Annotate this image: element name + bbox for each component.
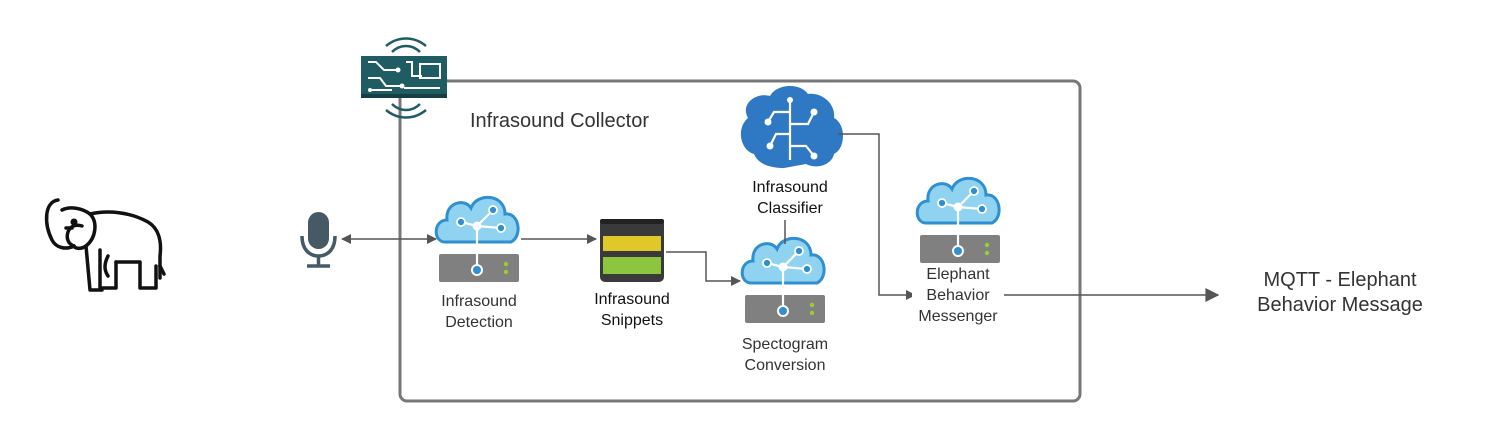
messenger-label-line: Behavior bbox=[926, 287, 990, 304]
edges bbox=[341, 133, 1220, 302]
output-label-line: Behavior Message bbox=[1257, 294, 1423, 316]
detection-label: Infrasound Detection bbox=[419, 291, 539, 333]
classifier-label-line: Infrasound bbox=[752, 179, 828, 196]
messenger-label-line: Elephant bbox=[926, 266, 990, 283]
snippets-label: Infrasound Snippets bbox=[572, 289, 692, 331]
snippets-label-line: Infrasound bbox=[594, 291, 670, 308]
brain-icon bbox=[740, 85, 843, 168]
storage-stack-icon bbox=[600, 219, 664, 282]
messenger-label: Elephant Behavior Messenger bbox=[912, 264, 1004, 327]
classifier-label: Infrasound Classifier bbox=[730, 177, 850, 219]
spectogram-label-line: Spectogram bbox=[741, 336, 829, 353]
messenger-label-line: Messenger bbox=[918, 308, 998, 325]
spectogram-label-line: Conversion bbox=[744, 357, 826, 374]
classifier-label-line: Classifier bbox=[757, 200, 823, 217]
output-label: MQTT - Elephant Behavior Message bbox=[1225, 268, 1455, 318]
container-title: Infrasound Collector bbox=[470, 110, 649, 132]
snippets-label-line: Snippets bbox=[600, 312, 664, 329]
messenger-cloud-server-icon bbox=[915, 176, 1002, 265]
edge-classifier-messenger bbox=[838, 133, 916, 300]
spectogram-label: Spectogram Conversion bbox=[725, 334, 845, 376]
microphone-icon bbox=[300, 212, 337, 268]
detection-label-line: Infrasound bbox=[441, 293, 517, 310]
spectogram-cloud-server-icon bbox=[740, 236, 827, 325]
detection-cloud-server-icon bbox=[434, 195, 521, 284]
edge-snippets-spectogram bbox=[666, 251, 741, 286]
detection-label-line: Detection bbox=[445, 314, 513, 331]
elephant-icon bbox=[44, 198, 166, 292]
output-label-line: MQTT - Elephant bbox=[1263, 269, 1417, 291]
circuit-board-icon bbox=[361, 37, 447, 119]
